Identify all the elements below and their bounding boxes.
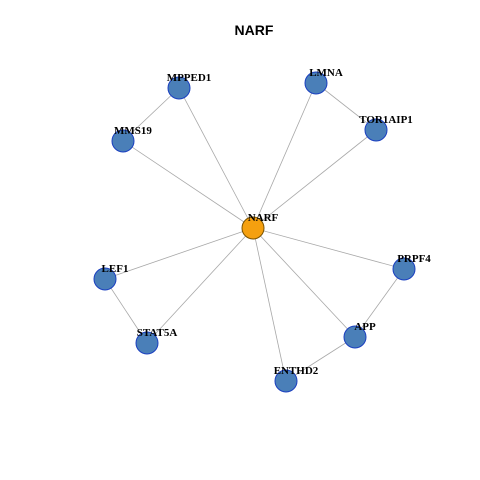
edge-mpped1-mms19 xyxy=(122,87,180,142)
edge-prpf4-app xyxy=(354,268,405,338)
edge-narf-mms19 xyxy=(122,140,254,229)
edge-narf-tor1aip1 xyxy=(252,129,377,229)
edge-lmna-tor1aip1 xyxy=(315,82,377,131)
node-label-lmna: LMNA xyxy=(309,67,343,79)
edge-narf-mpped1 xyxy=(178,87,254,229)
edge-narf-lmna xyxy=(252,82,317,229)
edge-narf-app xyxy=(252,227,356,338)
node-tor1aip1[interactable] xyxy=(364,118,388,142)
node-label-prpf4: PRPF4 xyxy=(397,253,431,265)
edge-narf-enthd2 xyxy=(252,227,287,382)
node-label-tor1aip1: TOR1AIP1 xyxy=(359,114,413,126)
edge-lef1-stat5a xyxy=(104,278,148,344)
node-lmna[interactable] xyxy=(304,71,328,95)
node-narf[interactable] xyxy=(241,216,265,240)
node-label-enthd2: ENTHD2 xyxy=(274,365,319,377)
node-label-app: APP xyxy=(354,321,376,333)
node-lef1[interactable] xyxy=(93,267,117,291)
node-app[interactable] xyxy=(343,325,367,349)
node-enthd2[interactable] xyxy=(274,369,298,393)
node-label-stat5a: STAT5A xyxy=(137,327,178,339)
node-stat5a[interactable] xyxy=(135,331,159,355)
node-label-narf: NARF xyxy=(248,212,279,224)
node-prpf4[interactable] xyxy=(392,257,416,281)
node-mms19[interactable] xyxy=(111,129,135,153)
node-label-mpped1: MPPED1 xyxy=(167,72,212,84)
edge-narf-prpf4 xyxy=(252,227,405,270)
edge-layer xyxy=(104,82,405,382)
node-mpped1[interactable] xyxy=(167,76,191,100)
node-label-lef1: LEF1 xyxy=(102,263,129,275)
edge-narf-stat5a xyxy=(146,227,254,344)
edge-app-enthd2 xyxy=(285,336,356,382)
edge-narf-lef1 xyxy=(104,227,254,280)
node-label-mms19: MMS19 xyxy=(114,125,152,137)
node-layer xyxy=(93,71,416,393)
diagram-title: NARF xyxy=(235,22,274,38)
